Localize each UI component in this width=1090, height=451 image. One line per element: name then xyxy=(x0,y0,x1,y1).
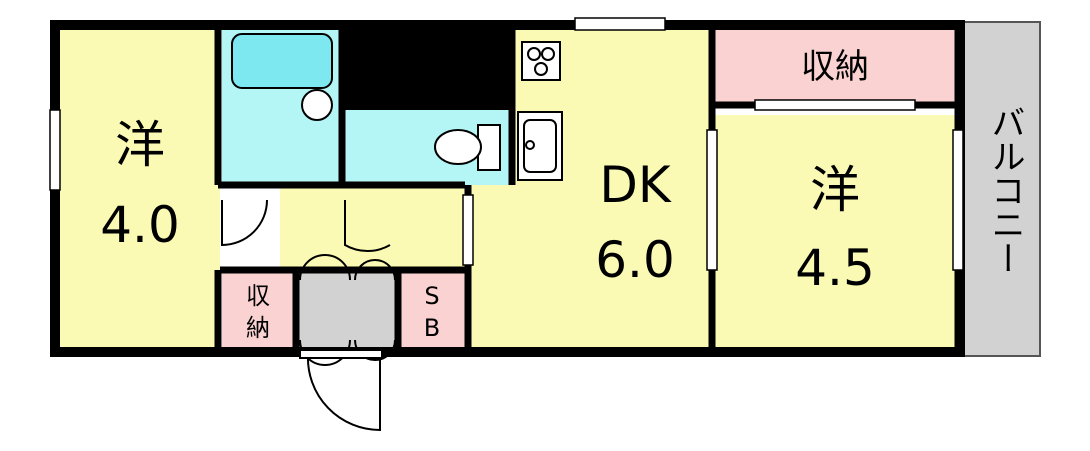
sb-char-b: B xyxy=(423,314,441,342)
west-room-type: 洋 xyxy=(115,116,165,174)
balcony-label: バルコニー xyxy=(985,105,1025,275)
storage-small-char-2: 納 xyxy=(246,314,270,342)
stove-icon xyxy=(521,41,561,81)
east-room-size: 4.5 xyxy=(795,239,875,297)
east-room-type: 洋 xyxy=(810,161,860,219)
shaft xyxy=(345,30,510,110)
east-room-floor xyxy=(715,115,958,350)
storage-top-fill xyxy=(715,30,958,102)
windows xyxy=(49,17,964,271)
sb-fill xyxy=(400,272,465,350)
entry-floor xyxy=(220,185,280,270)
sink-icon xyxy=(517,111,563,181)
west-room-size: 4.0 xyxy=(100,196,180,254)
storage-small-fill xyxy=(222,272,294,350)
washbasin xyxy=(301,89,333,121)
shoe-box-fill xyxy=(297,272,395,350)
entry-step xyxy=(299,349,383,359)
sb-char-s: S xyxy=(424,282,440,310)
storage-top-label: 収納 xyxy=(801,47,869,87)
toilet xyxy=(434,124,501,171)
dk-type: DK xyxy=(599,156,671,214)
storage-small-char-1: 収 xyxy=(246,282,270,310)
balcony-area xyxy=(957,21,1041,357)
dk-size: 6.0 xyxy=(595,231,675,289)
bathtub xyxy=(231,33,333,89)
west-room-floor xyxy=(55,25,220,350)
